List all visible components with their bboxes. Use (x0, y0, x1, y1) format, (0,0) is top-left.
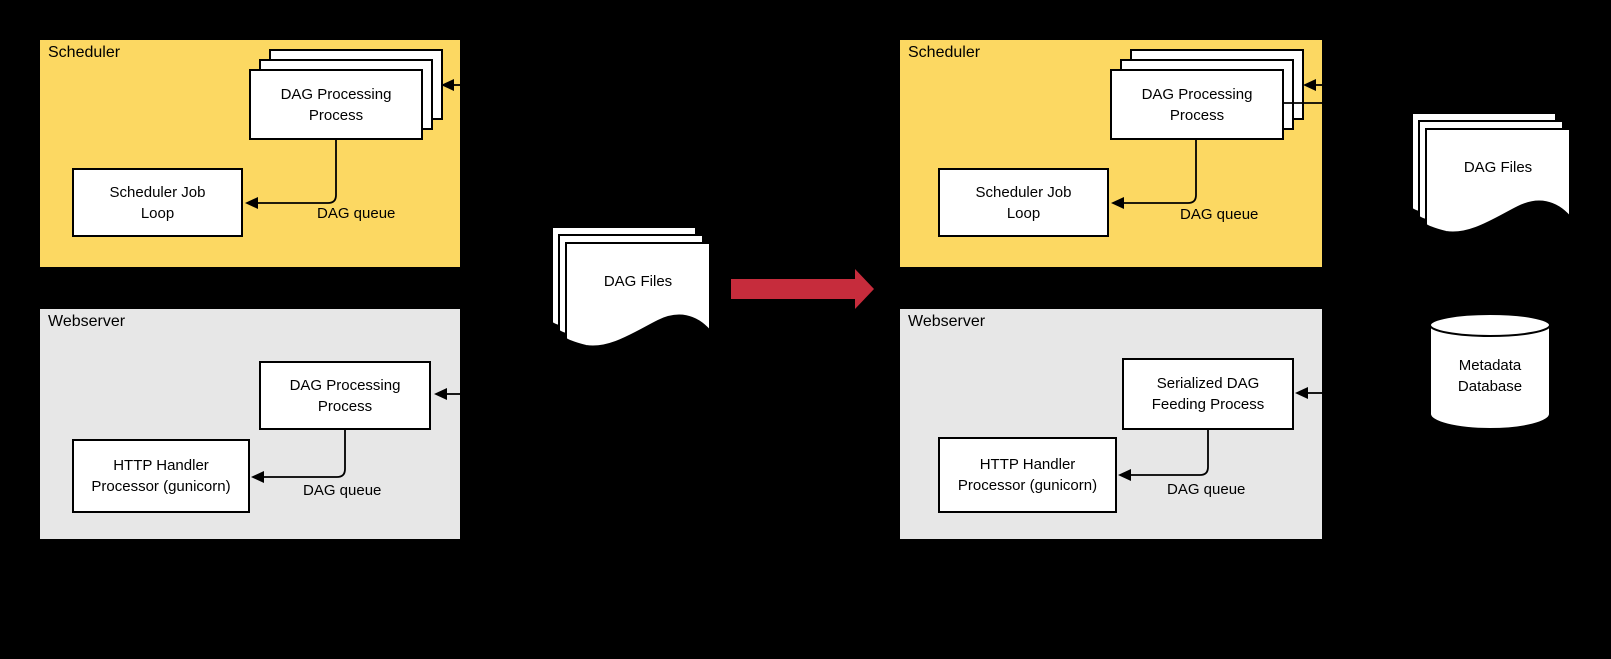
external-dag-files-label: DAG Files (1463, 158, 1533, 176)
after-scheduler-job-loop-node: Scheduler Job Loop (938, 168, 1109, 237)
before-dag-processing-stack-icon (249, 49, 443, 140)
before-webserver-title: Webserver (48, 313, 126, 330)
after-scheduler-dag-queue-label: DAG queue (1180, 206, 1259, 223)
before-scheduler-job-loop-node: Scheduler Job Loop (72, 168, 243, 237)
before-scheduler-title: Scheduler (48, 44, 121, 61)
after-dag-processing-label: DAG Processing Process (1141, 85, 1253, 124)
before-webserver-dag-queue-label: DAG queue (303, 482, 382, 499)
metadata-database-label: Metadata Database (1457, 357, 1523, 395)
before-webserver-dag-processing-node: DAG Processing Process (259, 361, 431, 430)
middle-dag-files-label: DAG Files (603, 272, 673, 290)
before-scheduler-dag-queue-label: DAG queue (317, 205, 396, 222)
migration-red-arrow-icon (731, 269, 874, 309)
after-serialized-dag-feeding-node: Serialized DAG Feeding Process (1122, 358, 1294, 430)
before-http-handler-node: HTTP Handler Processor (gunicorn) (72, 439, 250, 513)
after-dag-processing-stack-icon (1110, 49, 1304, 140)
external-dag-files-icon (1411, 112, 1571, 234)
after-scheduler-title: Scheduler (908, 44, 981, 61)
after-webserver-title: Webserver (908, 313, 986, 330)
metadata-database-icon (1429, 313, 1551, 430)
before-dag-processing-label: DAG Processing Process (280, 85, 392, 124)
after-webserver-dag-queue-label: DAG queue (1167, 481, 1246, 498)
middle-dag-files-icon (551, 226, 711, 348)
after-http-handler-node: HTTP Handler Processor (gunicorn) (938, 437, 1117, 513)
